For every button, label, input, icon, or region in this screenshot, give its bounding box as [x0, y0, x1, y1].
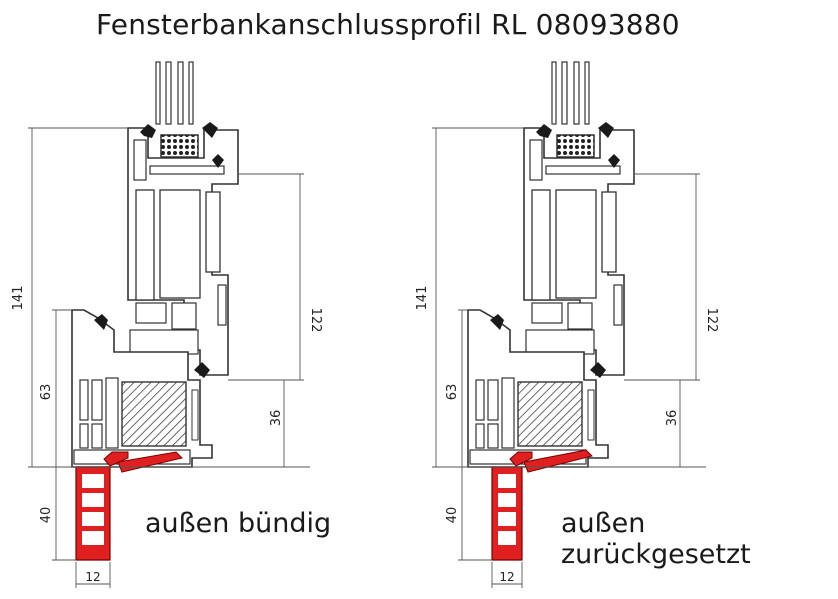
window-section-left [71, 61, 239, 468]
dim-frame-height-left: 63 [39, 384, 54, 401]
dimension-lines-left [28, 127, 310, 588]
window-section-right [467, 61, 635, 468]
dimension-lines-right [432, 127, 706, 588]
variant-right: 141 63 122 36 40 12 [415, 61, 719, 588]
dim-total-height-left: 141 [11, 286, 26, 311]
dim-total-height-right: 141 [415, 286, 430, 311]
sill-profile-left [75, 451, 183, 561]
caption-right: außen zurückgesetzt [561, 508, 751, 570]
variant-left: 141 63 122 36 40 12 [11, 61, 323, 588]
dim-profile-height-right: 40 [445, 507, 460, 524]
dim-profile-height-left: 40 [39, 507, 54, 524]
dim-lower-height-left: 36 [269, 410, 284, 427]
dim-frame-height-right: 63 [445, 384, 460, 401]
dim-profile-width-left: 12 [85, 570, 100, 584]
caption-left: außen bündig [145, 508, 332, 539]
sill-profile-right [491, 449, 593, 561]
diagram-title: Fensterbankanschlussprofil RL 08093880 [96, 8, 680, 41]
dim-lower-height-right: 36 [665, 410, 680, 427]
dim-sash-height-left: 122 [308, 308, 323, 333]
dim-sash-height-right: 122 [704, 308, 719, 333]
dim-profile-width-right: 12 [499, 570, 514, 584]
